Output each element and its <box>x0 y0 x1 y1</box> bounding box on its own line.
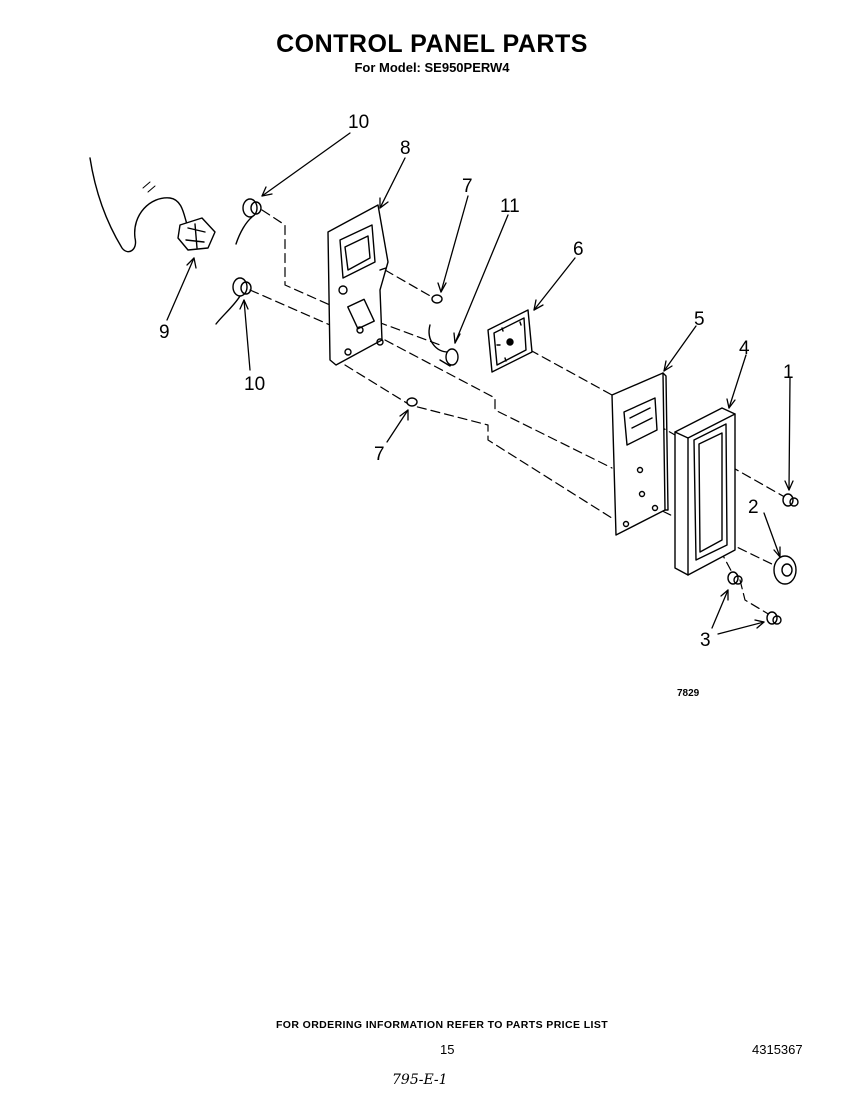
exploded-parts-diagram: 10 8 7 11 6 9 10 5 4 1 7 2 3 <box>89 112 799 651</box>
handwritten-code: 795-E-1 <box>392 1072 448 1088</box>
screws-part-3 <box>727 571 782 625</box>
callout-10-lower: 10 <box>244 374 265 395</box>
figure-code: 7829 <box>677 688 700 699</box>
ordering-note: FOR ORDERING INFORMATION REFER TO PARTS … <box>275 1019 609 1031</box>
bezel-part-4 <box>674 407 736 576</box>
callout-7-upper: 7 <box>462 176 473 197</box>
callout-5: 5 <box>694 309 705 330</box>
callout-labels: 10 8 7 11 6 9 10 5 4 1 7 2 3 <box>159 112 794 651</box>
page-title: CONTROL PANEL PARTS <box>276 30 588 58</box>
alignment-lines <box>249 209 791 616</box>
callout-6: 6 <box>573 239 584 260</box>
knob-part-2 <box>773 555 797 585</box>
screw-part-1 <box>782 493 799 507</box>
clock-part-6 <box>487 309 533 373</box>
lamp-socket-upper <box>235 198 262 245</box>
callout-10-upper: 10 <box>348 112 369 133</box>
model-subtitle: For Model: SE950PERW4 <box>354 60 510 75</box>
callout-11: 11 <box>500 196 520 217</box>
callout-1: 1 <box>783 362 794 383</box>
connector-part-9 <box>177 217 216 251</box>
bracket-part-8 <box>327 204 389 366</box>
page-number: 15 <box>440 1042 455 1057</box>
callout-7-lower: 7 <box>374 444 385 465</box>
control-panel-part-5 <box>611 372 669 536</box>
bulb-part-11 <box>428 324 459 367</box>
lamp-socket-lower <box>215 277 252 325</box>
callout-2: 2 <box>748 497 759 518</box>
callout-9: 9 <box>159 322 170 343</box>
callout-arrows <box>166 132 794 635</box>
document-part-number: 4315367 <box>752 1042 803 1057</box>
callout-3: 3 <box>700 630 711 651</box>
power-cord <box>89 157 191 253</box>
nut-part-7-lower <box>406 397 418 407</box>
callout-4: 4 <box>739 338 750 359</box>
nut-part-7-upper <box>431 294 443 304</box>
callout-8: 8 <box>400 138 411 159</box>
